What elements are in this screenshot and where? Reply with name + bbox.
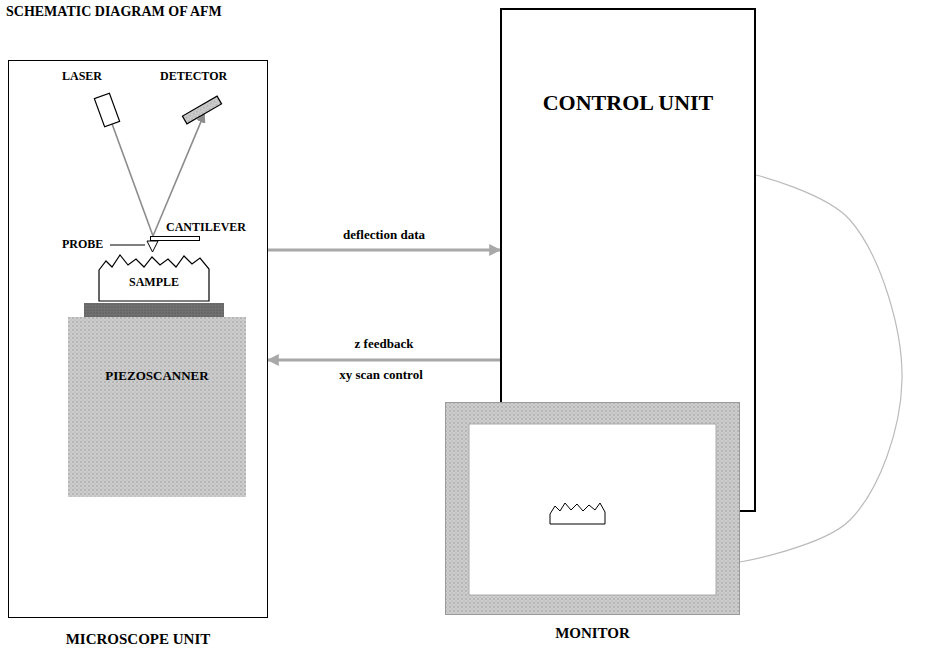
signal-label: deflection data [340, 228, 428, 243]
cable [740, 175, 902, 562]
sample-outline [99, 255, 209, 301]
monitor-screen [445, 402, 740, 615]
node-label: MICROSCOPE UNIT [9, 631, 267, 648]
part-label: PROBE [62, 238, 103, 252]
signal-label: xy scan control [339, 368, 423, 383]
microscope-unit: MICROSCOPE UNITLASERDETECTORCANTILEVERSA… [8, 60, 268, 618]
node-label: DETECTOR [160, 70, 250, 84]
cantilever-beam [150, 236, 200, 241]
reflected-beam [153, 114, 204, 236]
probe-tip [147, 241, 158, 252]
piezo-body [68, 317, 246, 497]
piezo-fill [68, 317, 246, 497]
node-label: PIEZOSCANNER [68, 369, 246, 384]
sample-image [550, 503, 605, 524]
detector: DETECTOR [160, 70, 250, 140]
sample-stage [84, 303, 224, 317]
node-label: LASER [62, 70, 142, 84]
monitor: MONITOR [445, 402, 740, 615]
node-label: SAMPLE [98, 276, 210, 290]
laser: LASER [62, 70, 142, 140]
piezoscanner: PIEZOSCANNER [68, 317, 246, 497]
signal-arrow [268, 359, 500, 362]
monitor-display [469, 424, 716, 595]
signal-arrow [268, 249, 500, 252]
laser-beam [112, 124, 153, 236]
node-label: CANTILEVER [150, 220, 245, 234]
cantilever: CANTILEVER [150, 220, 245, 242]
diagram-title: SCHEMATIC DIAGRAM OF AFM [6, 4, 222, 20]
detector-symbol [172, 88, 232, 128]
laser-symbol [82, 88, 132, 133]
detector-plate [182, 96, 221, 124]
sample: SAMPLE [98, 254, 210, 302]
signal-label: z feedback [352, 337, 417, 352]
monitor-frame [446, 403, 740, 615]
laser-body [94, 93, 119, 127]
node-label: CONTROL UNIT [502, 90, 754, 115]
leader-line [110, 245, 145, 246]
node-label: MONITOR [445, 625, 740, 642]
